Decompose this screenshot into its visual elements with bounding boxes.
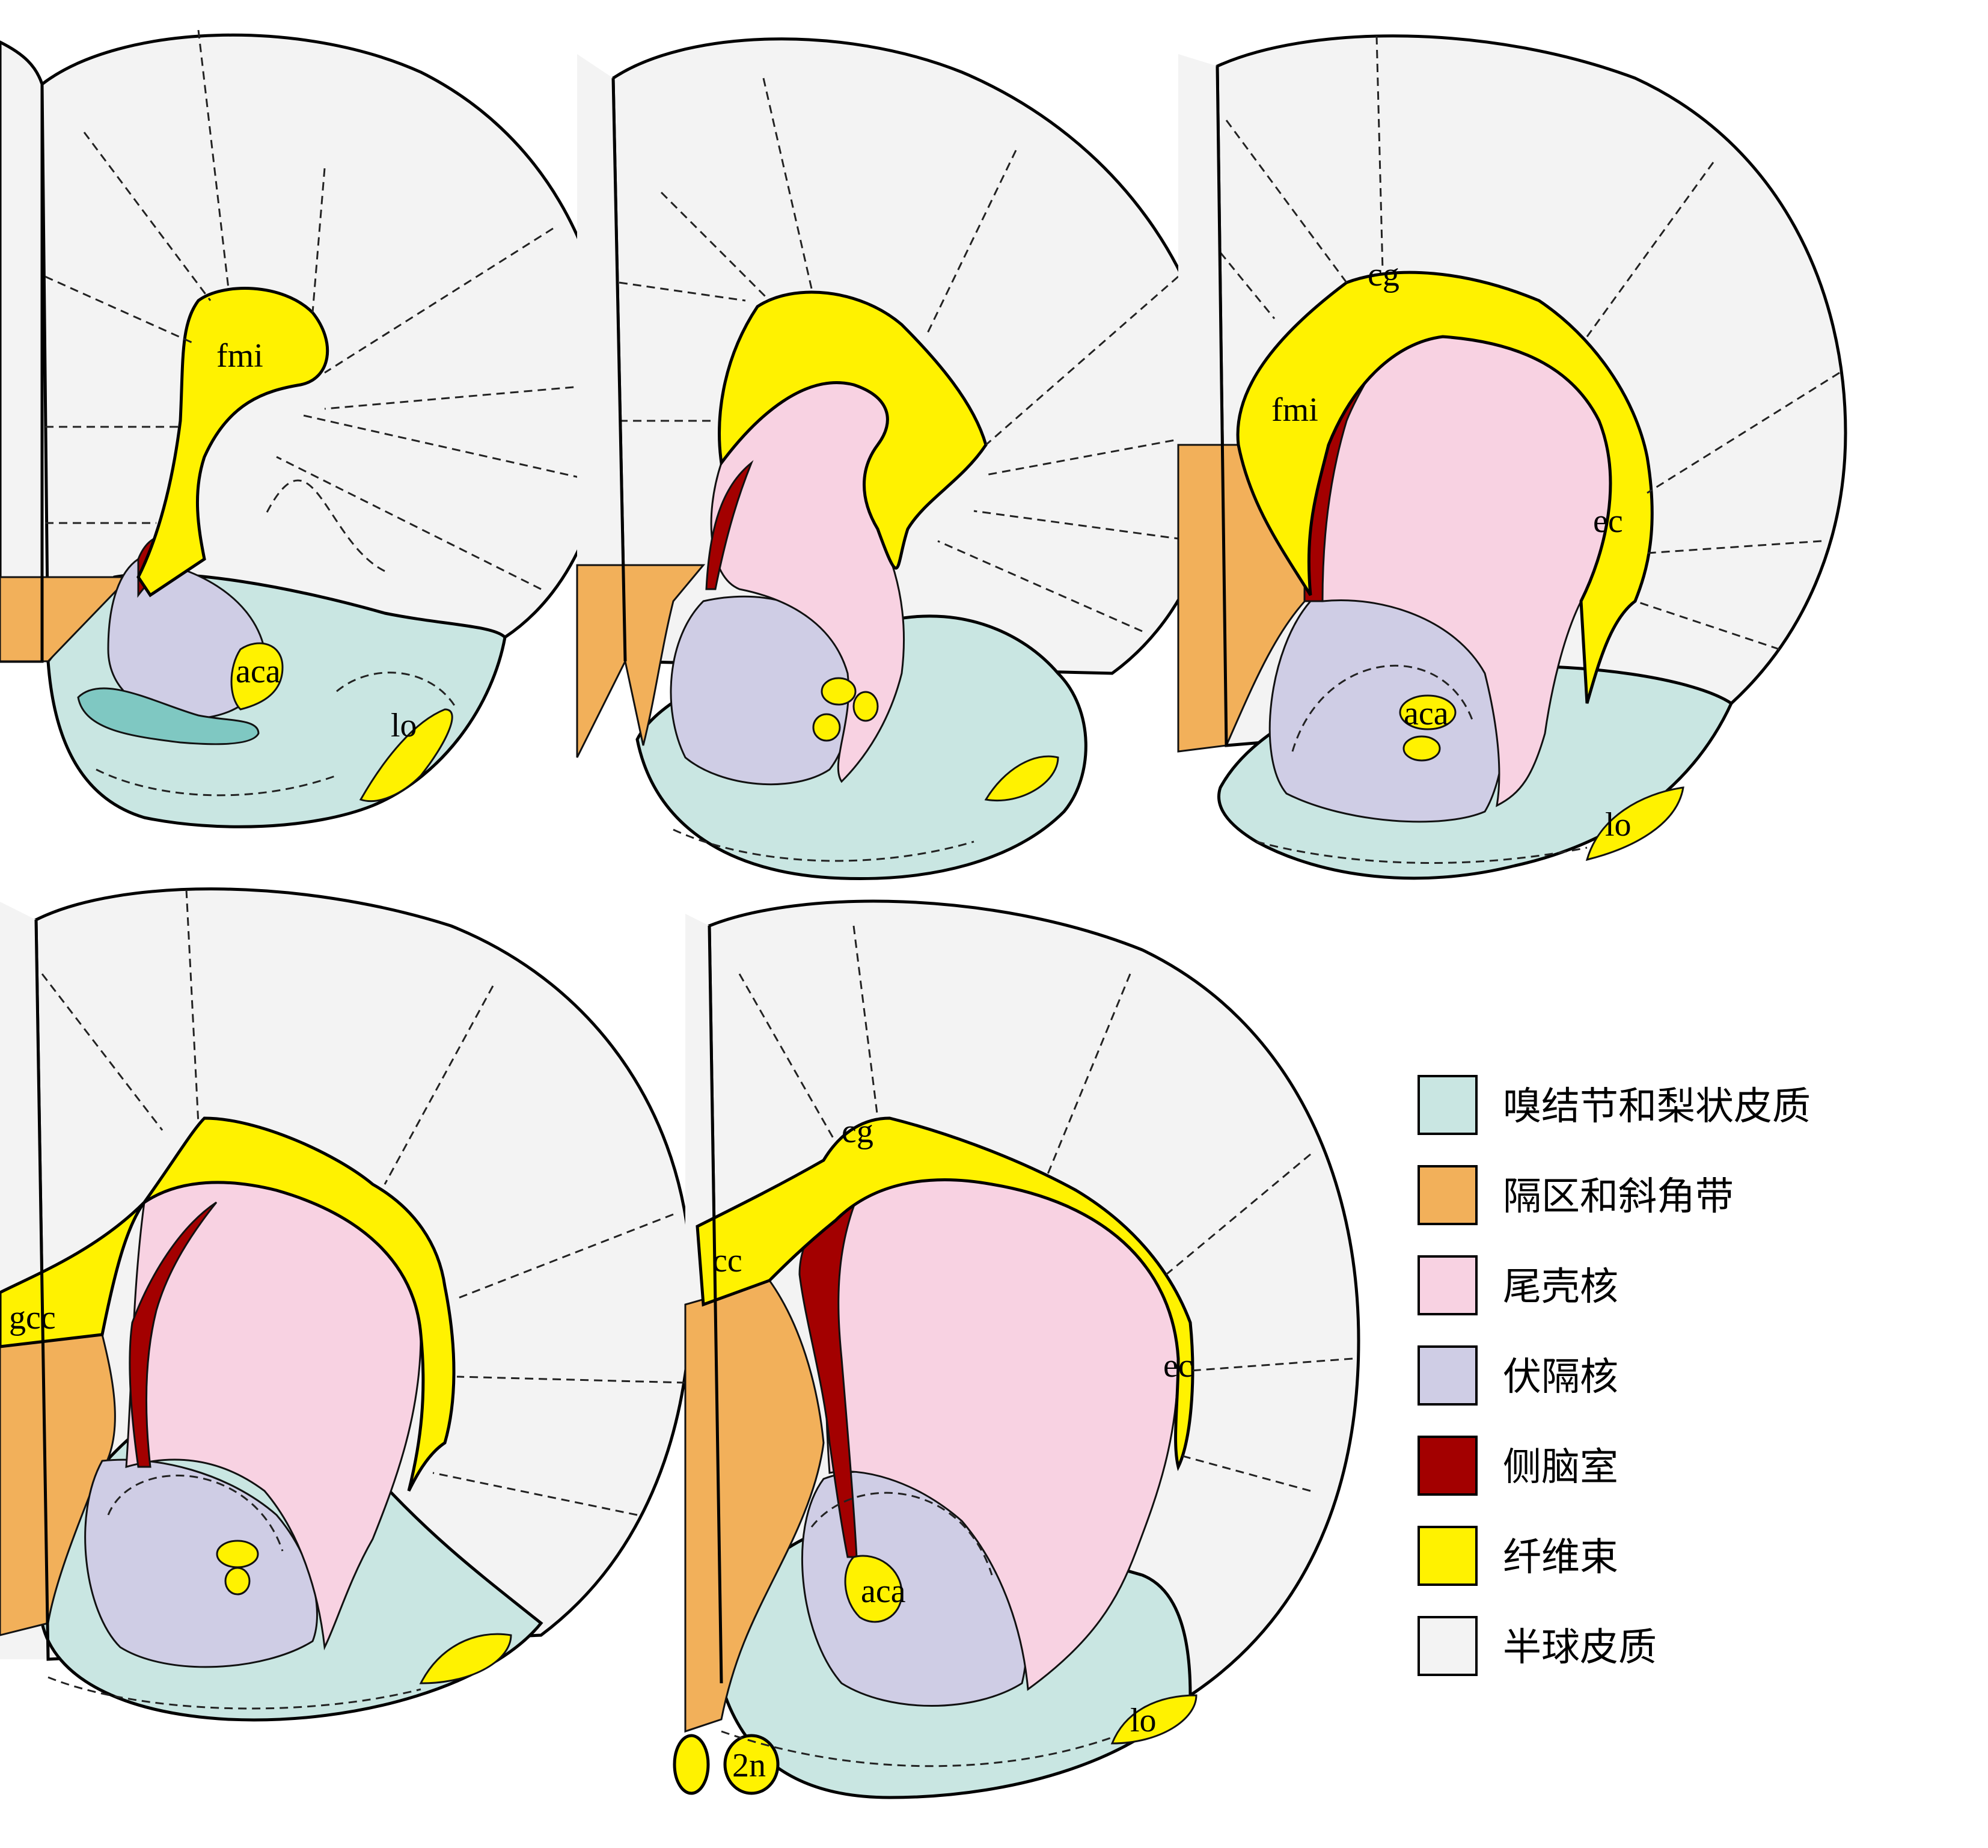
panel-4 [0, 889, 691, 1720]
panel-4-label-gcc: gcc [9, 1299, 56, 1336]
legend-item: 隔区和斜角带 [1419, 1166, 1734, 1224]
legend-item: 嗅结节和梨状皮质 [1419, 1076, 1811, 1134]
legend-swatch [1419, 1166, 1476, 1224]
legend-swatch [1419, 1617, 1476, 1675]
legend-label: 侧脑室 [1503, 1445, 1618, 1490]
panel-1-label-aca: aca [236, 653, 281, 690]
legend-item: 尾壳核 [1419, 1256, 1618, 1314]
legend-swatch [1419, 1527, 1476, 1585]
panel-1-label-fmi: fmi [216, 337, 263, 375]
legend-item: 伏隔核 [1419, 1347, 1618, 1404]
panel-1-label-lo: lo [391, 707, 417, 744]
panel-3 [1178, 36, 1846, 878]
panel-5-label-cc: cc [712, 1242, 742, 1279]
legend-swatch [1419, 1076, 1476, 1134]
legend-label: 纤维束 [1503, 1535, 1618, 1580]
panel-3-label-fmi: fmi [1271, 391, 1318, 429]
panel-5-label-lo: lo [1130, 1702, 1157, 1739]
panel-3-label-lo: lo [1605, 806, 1632, 843]
panel-3-label-cg: cg [1368, 256, 1399, 293]
legend: 嗅结节和梨状皮质 隔区和斜角带 尾壳核 伏隔核 侧脑室 纤维束 半球皮质 [1419, 1076, 1811, 1675]
legend-label: 尾壳核 [1503, 1265, 1618, 1309]
panel-1 [0, 30, 610, 827]
panel-5-label-aca: aca [861, 1573, 906, 1610]
legend-item: 纤维束 [1419, 1527, 1618, 1585]
legend-label: 隔区和斜角带 [1503, 1175, 1734, 1219]
legend-swatch [1419, 1437, 1476, 1495]
panel-3-label-ec: ec [1593, 503, 1623, 540]
panel-5-label-2n: 2n [732, 1747, 766, 1784]
panel-5-label-ec: ec [1163, 1347, 1193, 1384]
legend-swatch [1419, 1256, 1476, 1314]
legend-label: 半球皮质 [1503, 1626, 1657, 1670]
panel-5-label-cg: cg [842, 1113, 873, 1150]
legend-item: 侧脑室 [1419, 1437, 1618, 1495]
legend-swatch [1419, 1347, 1476, 1404]
panel-2 [577, 39, 1220, 879]
panel-3-label-aca: aca [1404, 695, 1449, 732]
legend-item: 半球皮质 [1419, 1617, 1657, 1675]
panel-5 [674, 901, 1359, 1798]
legend-label: 嗅结节和梨状皮质 [1503, 1085, 1811, 1129]
legend-label: 伏隔核 [1503, 1355, 1618, 1400]
